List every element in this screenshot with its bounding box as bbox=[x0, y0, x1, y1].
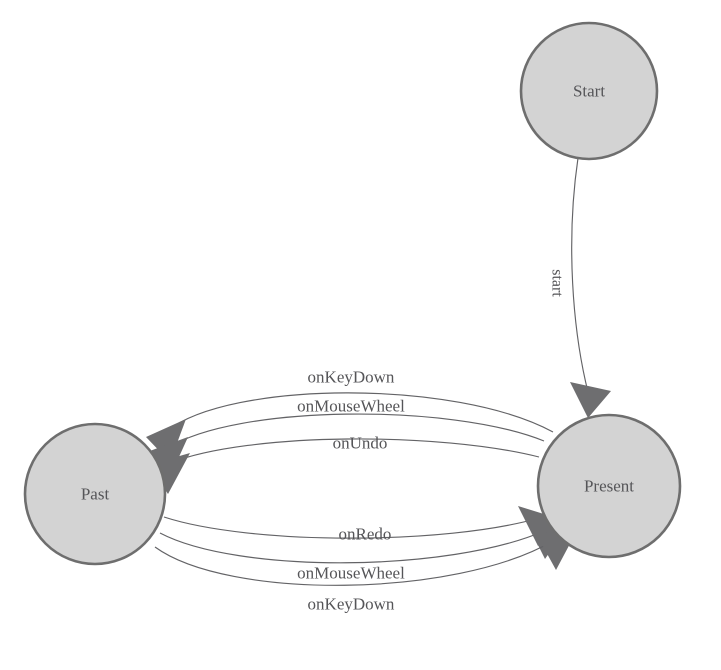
node-start-circle bbox=[519, 21, 659, 161]
edge-past-to-present-onredo-path bbox=[163, 516, 540, 539]
node-past-circle bbox=[23, 422, 167, 566]
edge-past-to-present-onredo[interactable]: onRedo bbox=[163, 506, 560, 546]
edge-present-to-past-onkeydown-arrowhead bbox=[146, 419, 186, 462]
edge-past-to-present-onkeydown-path bbox=[154, 540, 554, 586]
edge-start-to-present-label: start bbox=[549, 269, 566, 297]
node-present-label: Present bbox=[584, 477, 634, 496]
node-start[interactable]: Start bbox=[519, 21, 659, 161]
edge-start-to-present-arrowhead bbox=[570, 382, 611, 418]
node-past-label: Past bbox=[81, 485, 110, 504]
edge-present-to-past-onmousewheel-path bbox=[167, 413, 545, 449]
node-past[interactable]: Past bbox=[23, 422, 167, 566]
edge-present-to-past-onundo[interactable]: onUndo bbox=[148, 434, 540, 495]
edge-past-to-present-onkeydown-label: onKeyDown bbox=[308, 595, 395, 614]
edge-present-to-past-onkeydown-label: onKeyDown bbox=[308, 368, 395, 387]
edge-present-to-past-onmousewheel-label: onMouseWheel bbox=[297, 397, 405, 416]
edge-past-to-present-onmousewheel-path bbox=[159, 530, 545, 564]
edge-start-to-present[interactable]: start bbox=[549, 157, 612, 418]
edge-start-to-present-path bbox=[571, 157, 590, 397]
edge-past-to-present-onredo-label: onRedo bbox=[339, 525, 392, 544]
node-start-label: Start bbox=[573, 82, 605, 101]
edge-past-to-present-onmousewheel-label: onMouseWheel bbox=[297, 564, 405, 583]
node-present[interactable]: Present bbox=[536, 413, 682, 559]
edge-present-to-past-onkeydown[interactable]: onKeyDown bbox=[146, 368, 554, 463]
edge-present-to-past-onundo-label: onUndo bbox=[333, 434, 388, 453]
edge-present-to-past-onkeydown-path bbox=[166, 392, 554, 433]
edge-present-to-past-onmousewheel[interactable]: onMouseWheel bbox=[147, 397, 545, 480]
edge-present-to-past-onmousewheel-arrowhead bbox=[147, 437, 188, 479]
edge-present-to-past-onundo-path bbox=[169, 438, 540, 464]
node-present-circle bbox=[536, 413, 682, 559]
